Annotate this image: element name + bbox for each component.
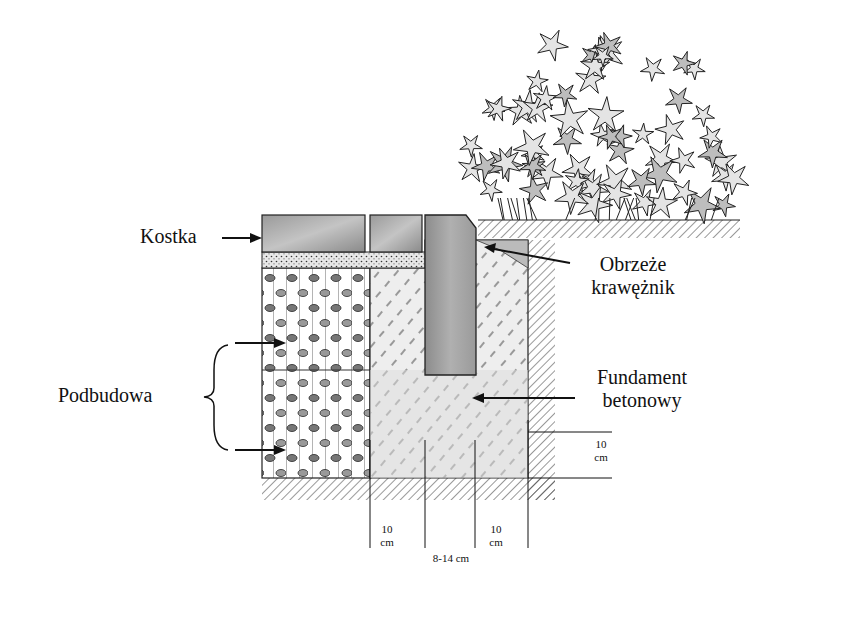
leader-lines	[222, 233, 575, 455]
leaf	[692, 105, 714, 127]
leaf	[555, 182, 589, 215]
dimension-label: 10 cm	[587, 438, 615, 463]
leaf	[488, 147, 523, 182]
part-label: Obrzeże krawężnik	[568, 253, 698, 299]
leaf	[633, 123, 654, 144]
leaf	[718, 164, 749, 195]
leaf	[673, 51, 696, 75]
part-label: Podbudowa	[58, 384, 168, 407]
leaf	[480, 180, 502, 202]
leaf	[670, 148, 695, 174]
dimension-lines	[370, 420, 612, 548]
leaf	[513, 130, 549, 166]
part-label: Kostka	[140, 225, 220, 248]
soil	[478, 220, 740, 238]
base-layer	[262, 268, 370, 478]
leaf	[550, 100, 588, 137]
leaf	[527, 70, 549, 92]
leaf	[655, 115, 684, 145]
curb	[425, 215, 476, 375]
leaf	[666, 88, 693, 114]
leaf	[628, 168, 656, 196]
soil	[262, 478, 555, 500]
leaf	[460, 136, 483, 158]
leaf	[553, 84, 577, 107]
sand-bedding	[262, 252, 425, 268]
leaf	[488, 96, 512, 121]
paver	[262, 215, 365, 252]
part-label: Fundament betonowy	[572, 366, 712, 412]
leaf	[698, 140, 728, 168]
leaf	[588, 97, 624, 132]
paver	[370, 215, 422, 252]
shrub	[459, 30, 749, 224]
leaf	[592, 47, 613, 67]
leaf	[640, 58, 664, 82]
dimension-label: 10 cm	[482, 523, 510, 548]
dimension-label: 8-14 cm	[426, 552, 476, 565]
leaf	[553, 127, 581, 154]
leaf	[700, 126, 722, 148]
leaf	[490, 148, 520, 179]
leaf	[598, 125, 622, 150]
leaf	[538, 30, 569, 61]
brace	[204, 345, 228, 450]
soil	[528, 240, 555, 500]
dimension-label: 10 cm	[373, 523, 401, 548]
